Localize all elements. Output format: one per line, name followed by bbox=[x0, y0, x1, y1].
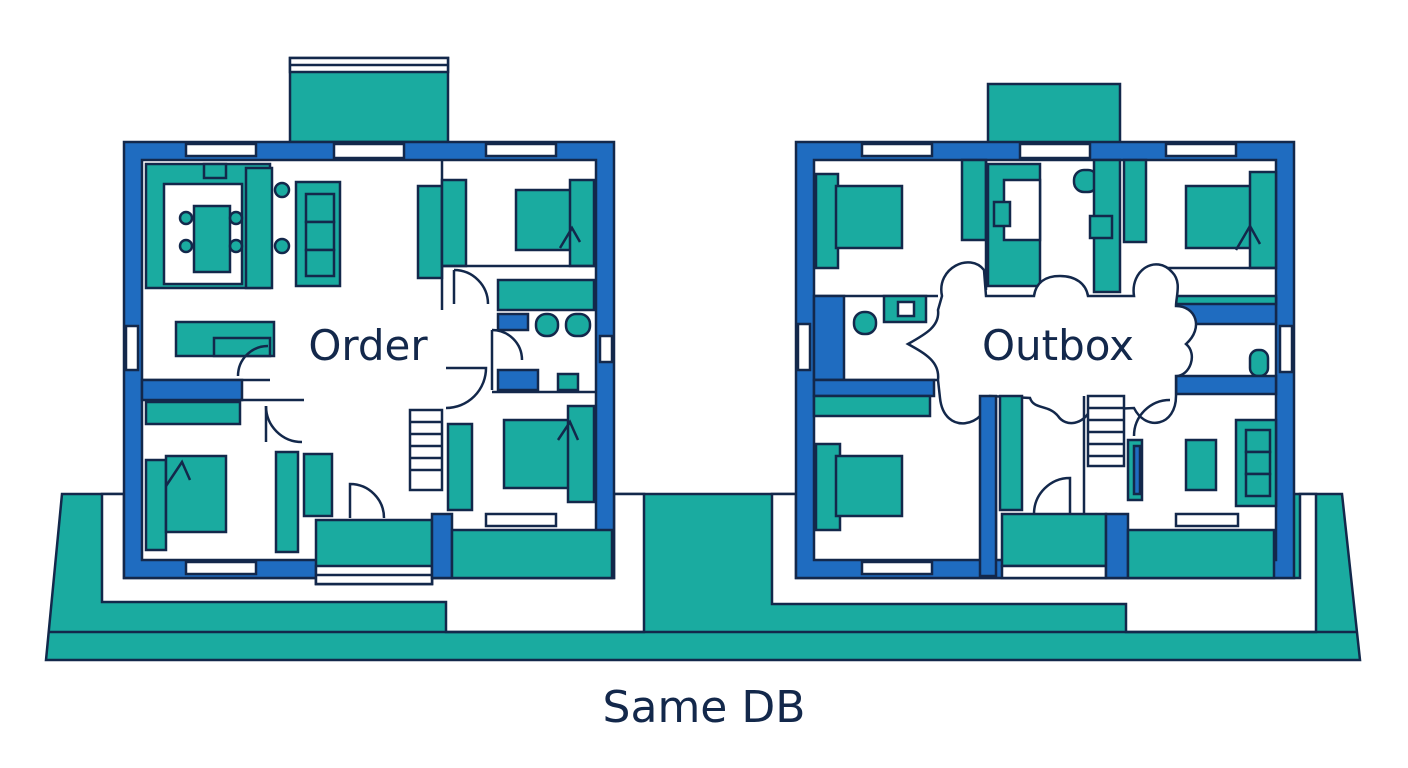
outbox-window-right bbox=[1278, 324, 1294, 374]
order-counter bbox=[244, 166, 274, 290]
order-window-right bbox=[598, 334, 614, 364]
order-cushion bbox=[304, 192, 336, 224]
outbox-desk bbox=[1184, 438, 1218, 492]
order-cushion bbox=[304, 248, 336, 278]
order-window-top-2 bbox=[484, 142, 558, 158]
order-bath-cabinet bbox=[556, 372, 580, 392]
outbox-bed-sheet-fold bbox=[1234, 223, 1262, 251]
outbox-back-steps bbox=[1000, 564, 1108, 580]
order-stool bbox=[273, 181, 291, 199]
outbox-bed-2 bbox=[1184, 184, 1258, 250]
order-toilet bbox=[534, 312, 560, 338]
outbox-front-door bbox=[1018, 142, 1092, 160]
outbox-cabinet bbox=[1088, 214, 1114, 240]
order-window-bottom-1 bbox=[184, 560, 258, 576]
outbox-window-bottom-2 bbox=[1174, 512, 1240, 528]
order-bed-headboard bbox=[566, 404, 596, 504]
order-stool bbox=[273, 237, 291, 255]
order-bed-sheet-fold bbox=[556, 419, 580, 441]
order-back-door bbox=[348, 482, 386, 519]
order-window-top-1 bbox=[184, 142, 258, 158]
outbox-window-top-1 bbox=[860, 142, 934, 158]
order-bed-sheet-fold bbox=[164, 459, 192, 487]
outbox-wardrobe bbox=[814, 172, 840, 270]
outbox-window-left bbox=[796, 322, 812, 372]
outbox-wall-segment bbox=[812, 378, 936, 398]
outbox-hall bbox=[905, 261, 1198, 425]
order-desk-chair bbox=[212, 336, 272, 358]
order-cushion bbox=[304, 220, 336, 252]
order-building: Order bbox=[122, 56, 616, 586]
order-cabinet-low bbox=[302, 452, 334, 518]
order-cabinet bbox=[202, 162, 228, 180]
outbox-wall-segment bbox=[1104, 512, 1130, 580]
order-door-swing bbox=[491, 328, 524, 361]
outbox-garden-box bbox=[1126, 528, 1276, 580]
outbox-window-bottom-1 bbox=[860, 560, 934, 576]
outbox-sink bbox=[1248, 348, 1270, 378]
order-front-door bbox=[332, 142, 406, 160]
order-chair bbox=[228, 238, 244, 254]
order-counter-bath bbox=[496, 278, 596, 312]
order-wardrobe bbox=[274, 450, 300, 554]
outbox-bath-cabinet bbox=[882, 294, 928, 324]
outbox-door-swing bbox=[1132, 398, 1171, 437]
order-garden-box bbox=[450, 528, 614, 580]
outbox-entrance-annex bbox=[986, 82, 1122, 146]
db-label: Same DB bbox=[603, 682, 806, 733]
outbox-toilet bbox=[852, 310, 878, 336]
order-wall-segment bbox=[140, 378, 244, 402]
order-window-bottom-2 bbox=[484, 512, 558, 528]
order-chair bbox=[228, 210, 244, 226]
order-wardrobe bbox=[144, 458, 168, 552]
outbox-wardrobe bbox=[998, 394, 1024, 512]
outbox-bed-headboard bbox=[1248, 170, 1278, 270]
order-wardrobe bbox=[446, 422, 474, 512]
order-bed-headboard bbox=[568, 178, 596, 268]
order-stairs bbox=[408, 408, 444, 492]
order-bed-2 bbox=[164, 454, 228, 534]
outbox-shelf bbox=[812, 394, 932, 418]
outbox-back-door bbox=[1032, 476, 1072, 515]
order-door-swing bbox=[453, 268, 490, 305]
order-wardrobe bbox=[440, 178, 468, 268]
outbox-sink bbox=[992, 200, 1012, 228]
order-sink bbox=[564, 312, 592, 338]
order-door-swing bbox=[236, 344, 269, 377]
order-chair bbox=[178, 238, 194, 254]
outbox-wardrobe bbox=[960, 158, 988, 242]
outbox-wall-segment bbox=[812, 294, 846, 382]
outbox-wall-segment bbox=[978, 394, 998, 578]
outbox-building: Outbox bbox=[794, 82, 1296, 580]
outbox-bed-1 bbox=[834, 184, 904, 250]
outbox-window-top-2 bbox=[1164, 142, 1238, 158]
outbox-label: Outbox bbox=[982, 321, 1134, 370]
order-shelf bbox=[144, 400, 242, 426]
outbox-counter bbox=[1174, 294, 1278, 306]
outbox-wardrobe bbox=[1122, 158, 1148, 244]
order-bath-tile bbox=[496, 368, 540, 392]
order-wall-segment bbox=[430, 512, 454, 580]
order-label: Order bbox=[308, 321, 428, 370]
order-bath-tile bbox=[496, 312, 530, 332]
order-wardrobe bbox=[416, 184, 444, 280]
order-chair bbox=[178, 210, 194, 226]
order-hall-door bbox=[445, 366, 488, 410]
outbox-bed-3 bbox=[834, 454, 904, 518]
outbox-wall-segment bbox=[1174, 374, 1278, 396]
outbox-back-entrance bbox=[1000, 512, 1108, 568]
order-bed-sheet-fold bbox=[558, 225, 582, 249]
order-dining-table bbox=[192, 204, 232, 274]
order-window-left bbox=[124, 324, 140, 372]
